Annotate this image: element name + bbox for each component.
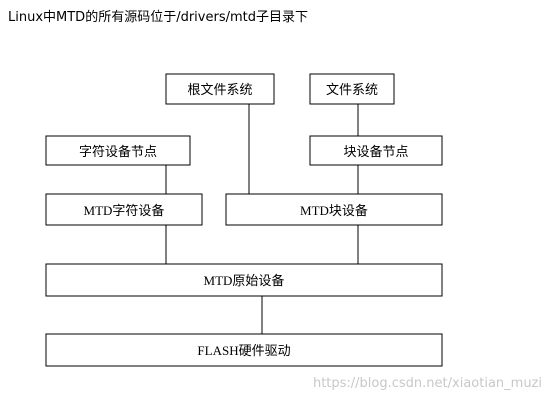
root-filesystem-box: 根文件系统 (165, 73, 275, 105)
mtd-char-device-box: MTD字符设备 (45, 193, 203, 226)
char-device-node-label: 字符设备节点 (79, 144, 157, 160)
mtd-raw-device-label: MTD原始设备 (204, 273, 285, 288)
flash-driver-label: FLASH硬件驱动 (197, 343, 290, 358)
block-device-node-label: 块设备节点 (343, 144, 408, 160)
mtd-block-device-label: MTD块设备 (300, 203, 368, 218)
watermark: https://blog.csdn.net/xiaotian_muzi (312, 376, 542, 391)
mtd-raw-device-box: MTD原始设备 (45, 263, 443, 297)
char-device-node-box: 字符设备节点 (45, 135, 191, 166)
block-device-node-box: 块设备节点 (309, 135, 443, 166)
filesystem-label: 文件系统 (326, 83, 378, 98)
flash-driver-box: FLASH硬件驱动 (45, 333, 443, 367)
mtd-block-device-box: MTD块设备 (225, 193, 443, 226)
filesystem-box: 文件系统 (309, 73, 395, 105)
root-filesystem-label: 根文件系统 (187, 83, 252, 98)
mtd-char-device-label: MTD字符设备 (84, 203, 165, 218)
caption: Linux中MTD的所有源码位于/drivers/mtd子目录下 (8, 10, 308, 25)
